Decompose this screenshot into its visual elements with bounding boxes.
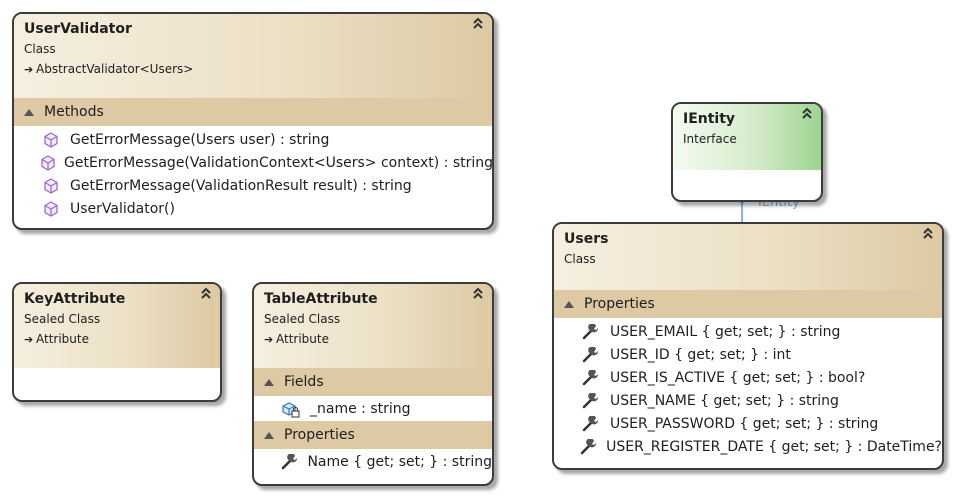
property-item[interactable]: Name { get; set; } : string: [254, 450, 492, 473]
property-label: USER_NAME { get; set; } : string: [610, 392, 839, 409]
property-label: USER_EMAIL { get; set; } : string: [610, 323, 841, 340]
class-header: KeyAttribute Sealed Class ➔Attribute: [14, 284, 220, 368]
section-collapse-triangle-icon[interactable]: [24, 108, 34, 116]
class-header: TableAttribute Sealed Class ➔Attribute: [254, 284, 492, 368]
property-wrench-icon: [580, 392, 602, 410]
ientity-interface-shape[interactable]: IEntity Interface: [671, 102, 823, 202]
property-item[interactable]: USER_EMAIL { get; set; } : string: [554, 320, 942, 343]
property-label: USER_IS_ACTIVE { get; set; } : bool?: [610, 369, 866, 386]
method-label: UserValidator(): [70, 200, 175, 217]
methods-list: GetErrorMessage(Users user) : string Get…: [14, 126, 492, 224]
key-attribute-class-shape[interactable]: KeyAttribute Sealed Class ➔Attribute: [12, 282, 222, 402]
inheritance-arrow-icon: ➔: [24, 333, 34, 346]
method-cube-icon: [40, 154, 56, 172]
property-item[interactable]: USER_REGISTER_DATE { get; set; } : DateT…: [554, 435, 942, 458]
properties-section-header[interactable]: Properties: [254, 421, 492, 449]
method-label: GetErrorMessage(ValidationResult result)…: [70, 177, 412, 194]
interface-header: IEntity Interface: [673, 104, 821, 170]
section-label: Properties: [284, 427, 355, 443]
private-field-icon: [280, 400, 302, 418]
class-title: Users: [564, 231, 609, 247]
double-chevron-up-icon[interactable]: [922, 227, 934, 243]
class-header: Users Class: [554, 224, 942, 290]
class-title: KeyAttribute: [24, 291, 126, 307]
section-label: Fields: [284, 374, 324, 390]
base-type-label: Attribute: [276, 332, 329, 346]
double-chevron-up-icon[interactable]: [200, 287, 212, 303]
class-title: UserValidator: [24, 21, 132, 37]
double-chevron-up-icon[interactable]: [801, 107, 813, 123]
users-class-shape[interactable]: Users Class Properties USER_EMAIL { get;…: [552, 222, 944, 470]
class-kind: Class: [564, 252, 596, 266]
properties-list: Name { get; set; } : string: [254, 449, 492, 474]
method-label: GetErrorMessage(ValidationContext<Users>…: [64, 154, 494, 171]
property-item[interactable]: USER_ID { get; set; } : int: [554, 343, 942, 366]
class-kind: Sealed Class: [264, 312, 341, 326]
interface-title: IEntity: [683, 111, 736, 127]
properties-section-header[interactable]: Properties: [554, 290, 942, 318]
user-validator-class-shape[interactable]: UserValidator Class ➔AbstractValidator<U…: [12, 12, 494, 230]
base-type-label: Attribute: [36, 332, 89, 346]
property-item[interactable]: USER_PASSWORD { get; set; } : string: [554, 412, 942, 435]
inheritance-arrow-icon: ➔: [264, 333, 274, 346]
class-header: UserValidator Class ➔AbstractValidator<U…: [14, 14, 492, 98]
property-wrench-icon: [580, 438, 598, 456]
property-label: USER_REGISTER_DATE { get; set; } : DateT…: [606, 438, 942, 455]
section-collapse-triangle-icon[interactable]: [264, 431, 274, 439]
double-chevron-up-icon[interactable]: [472, 287, 484, 303]
interface-kind: Interface: [683, 132, 737, 146]
method-label: GetErrorMessage(Users user) : string: [70, 131, 330, 148]
class-kind: Class: [24, 42, 56, 56]
method-cube-icon: [40, 200, 62, 218]
property-wrench-icon: [580, 369, 602, 387]
base-type: ➔Attribute: [24, 329, 210, 350]
base-type: ➔AbstractValidator<Users>: [24, 59, 482, 80]
method-item[interactable]: GetErrorMessage(ValidationResult result)…: [14, 174, 492, 197]
methods-section-header[interactable]: Methods: [14, 98, 492, 126]
section-collapse-triangle-icon[interactable]: [264, 378, 274, 386]
inheritance-arrow-icon: ➔: [24, 63, 34, 76]
base-type: ➔Attribute: [264, 329, 482, 350]
property-wrench-icon: [280, 453, 299, 471]
section-collapse-triangle-icon[interactable]: [564, 300, 574, 308]
method-cube-icon: [40, 131, 62, 149]
method-cube-icon: [40, 177, 62, 195]
fields-list: _name : string: [254, 396, 492, 421]
field-item[interactable]: _name : string: [254, 397, 492, 420]
method-item[interactable]: GetErrorMessage(Users user) : string: [14, 128, 492, 151]
property-wrench-icon: [580, 346, 602, 364]
property-label: USER_ID { get; set; } : int: [610, 346, 791, 363]
method-item[interactable]: UserValidator(): [14, 197, 492, 220]
class-title: TableAttribute: [264, 291, 378, 307]
base-type-label: AbstractValidator<Users>: [36, 62, 194, 76]
method-item[interactable]: GetErrorMessage(ValidationContext<Users>…: [14, 151, 492, 174]
class-kind: Sealed Class: [24, 312, 101, 326]
property-label: Name { get; set; } : string: [307, 453, 492, 470]
table-attribute-class-shape[interactable]: TableAttribute Sealed Class ➔Attribute F…: [252, 282, 494, 486]
properties-list: USER_EMAIL { get; set; } : string USER_I…: [554, 318, 942, 462]
section-label: Properties: [584, 296, 655, 312]
field-label: _name : string: [310, 400, 411, 417]
fields-section-header[interactable]: Fields: [254, 368, 492, 396]
property-label: USER_PASSWORD { get; set; } : string: [610, 415, 879, 432]
section-label: Methods: [44, 104, 104, 120]
double-chevron-up-icon[interactable]: [472, 17, 484, 33]
property-wrench-icon: [580, 415, 602, 433]
property-item[interactable]: USER_NAME { get; set; } : string: [554, 389, 942, 412]
property-wrench-icon: [580, 323, 602, 341]
property-item[interactable]: USER_IS_ACTIVE { get; set; } : bool?: [554, 366, 942, 389]
